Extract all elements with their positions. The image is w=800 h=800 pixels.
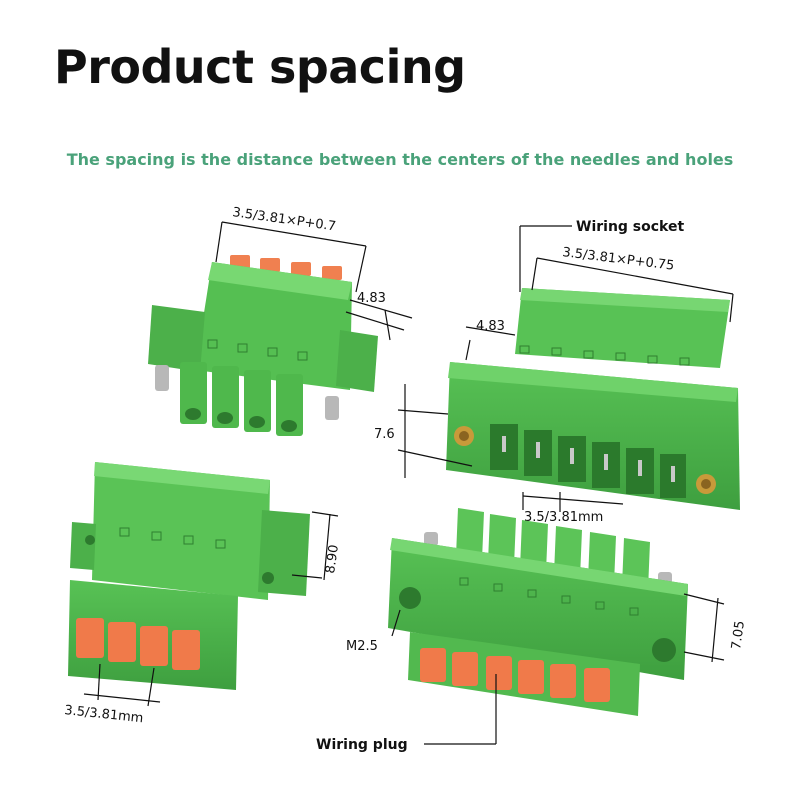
dimension-lines-wiring-plug [391,593,725,745]
dimension-lines-socket [397,225,734,512]
label-wiring-plug: Wiring plug [316,737,408,753]
dim-socket-depth: 4.83 [476,319,505,334]
label-m25: M2.5 [346,639,378,654]
dim-plug-pitch: 3.5/3.81mm [64,703,144,726]
wiring-socket-connector [446,288,740,510]
page-title: Product spacing [54,40,466,94]
plug-connector-bottom-left [68,462,310,690]
page-subtitle: The spacing is the distance between the … [66,150,734,169]
dim-plug-height: 8.90 [323,544,342,575]
label-wiring-socket: Wiring socket [576,219,684,235]
dim-socket-width-formula: 3.5/3.81×P+0.75 [562,245,676,274]
dim-socket-pitch: 3.5/3.81mm [524,510,603,525]
dim-socket-height: 7.6 [374,427,395,442]
dimension-lines-plug-top [215,221,413,341]
wiring-plug-connector [388,508,688,716]
dim-plug-depth: 4.83 [357,291,386,306]
plug-connector-top-left [148,255,378,436]
dim-plug-width-formula: 3.5/3.81×P+0.7 [231,205,336,234]
dimension-lines-plug-bottom [83,511,339,707]
dim-wiring-plug-height: 7.05 [729,620,748,651]
